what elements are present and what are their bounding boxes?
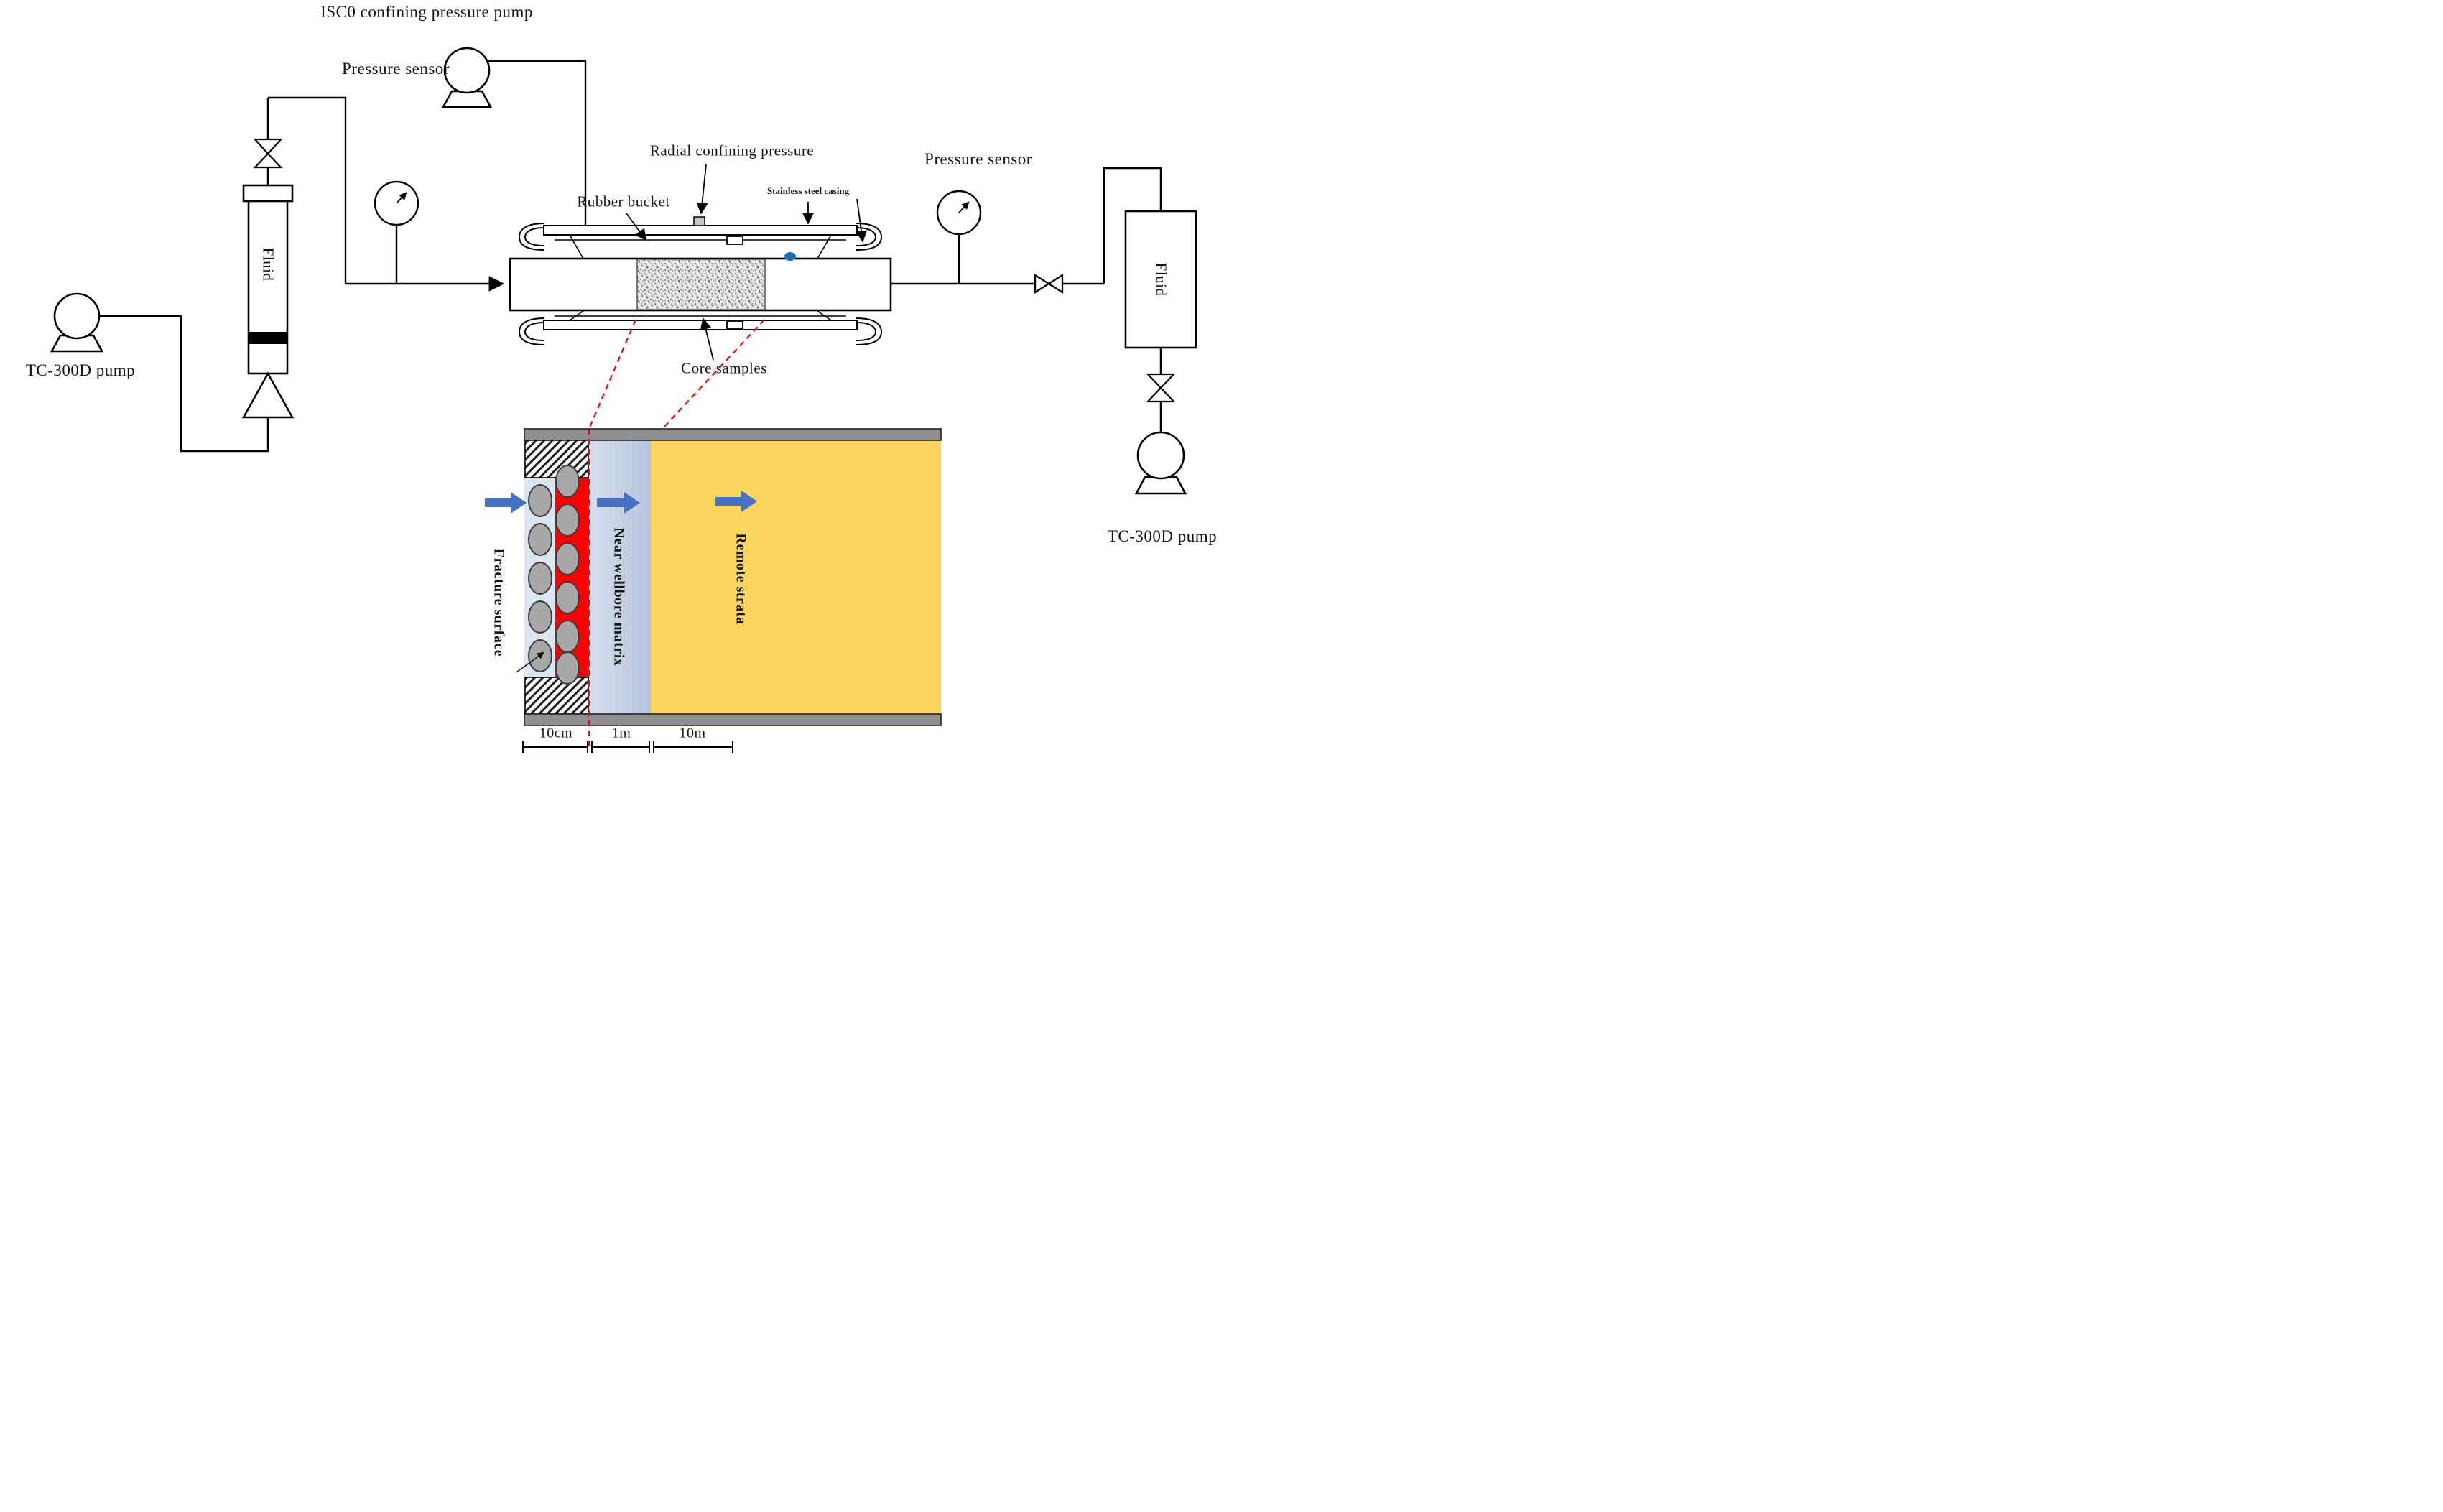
pressure-sensor-right-label: Pressure sensor: [924, 150, 1032, 168]
core-holder: [509, 216, 892, 345]
flow-arrow-near-wellbore: [597, 492, 640, 514]
casing-tab-top: [726, 236, 743, 245]
scale-1m-label: 1m: [611, 725, 631, 741]
sensor-dot: [784, 252, 796, 261]
flow-arrow-remote: [715, 491, 757, 512]
tc300d-pump-right-icon: [1134, 431, 1187, 495]
right-circuit-lines: [891, 167, 1162, 432]
proppant-pack: [528, 465, 580, 685]
near-wellbore-zone: [589, 440, 651, 714]
valve-right-lower-icon: [1146, 373, 1176, 403]
near-wellbore-matrix-label: Near wellbore matrix: [611, 527, 627, 667]
radial-confining-pressure-label: Radial confining pressure: [649, 142, 815, 159]
scale-brackets: [522, 741, 733, 753]
pressure-sensor-right-icon: [936, 190, 982, 284]
casing-bar-bottom: [524, 713, 942, 726]
scale-detail-inset: [485, 428, 942, 753]
proppant-pointer-arrow: [516, 651, 544, 673]
schematic-linework: [50, 47, 1197, 753]
fluid-accumulator-left-icon: [241, 184, 295, 419]
remote-strata-zone: [651, 440, 941, 714]
jacket-bottom-plate: [543, 320, 858, 330]
tc300d-pump-left-icon: [50, 292, 104, 353]
isco-pump-label: ISC0 confining pressure pump: [320, 3, 533, 21]
left-circuit-lines: [100, 96, 505, 453]
remote-strata-label: Remote strata: [733, 533, 749, 625]
pressure-sensor-left-label: Pressure sensor: [342, 60, 450, 78]
fluid-right-label: Fluid: [1152, 262, 1170, 297]
confining-pressure-line: [487, 60, 587, 226]
scale-10m-label: 10m: [679, 725, 706, 741]
isco-pump-icon: [441, 47, 493, 108]
label-pointer-arrows: [626, 164, 868, 361]
apparatus-schematic: ISC0 confining pressure pump Pressure se…: [0, 0, 1221, 756]
casing-tab-bottom: [726, 320, 743, 330]
valve-right-icon: [1034, 273, 1064, 294]
zoom-dashed-lines: [588, 319, 765, 747]
jacket-top-plate: [543, 225, 858, 236]
valve-left-icon: [253, 138, 283, 169]
hatched-plug-top: [524, 440, 589, 478]
pressure-sensor-left-icon: [374, 180, 419, 284]
jacket-end-clamps: [518, 223, 883, 345]
confining-port: [693, 216, 705, 226]
core-sample: [636, 259, 766, 310]
hatched-plug-bottom: [524, 677, 589, 715]
scale-10cm-label: 10cm: [539, 725, 573, 741]
stainless-steel-casing-label: Stainless steel casing: [766, 185, 850, 196]
fracture-surface-label: Fracture surface: [491, 548, 507, 657]
rubber-bucket-label: Rubber bucket: [577, 193, 670, 210]
jacket-seal-lines: [569, 234, 832, 321]
flow-arrows-blue: [485, 491, 757, 514]
flow-arrow-inlet: [485, 492, 527, 514]
tc300d-pump-right-label: TC-300D pump: [1107, 527, 1218, 545]
casing-bar-top: [524, 428, 942, 441]
fluid-container-right: [1124, 210, 1197, 349]
core-samples-label: Core samples: [681, 359, 767, 377]
tc300d-pump-left-label: TC-300D pump: [25, 361, 136, 379]
fluid-left-label: Fluid: [259, 247, 277, 282]
